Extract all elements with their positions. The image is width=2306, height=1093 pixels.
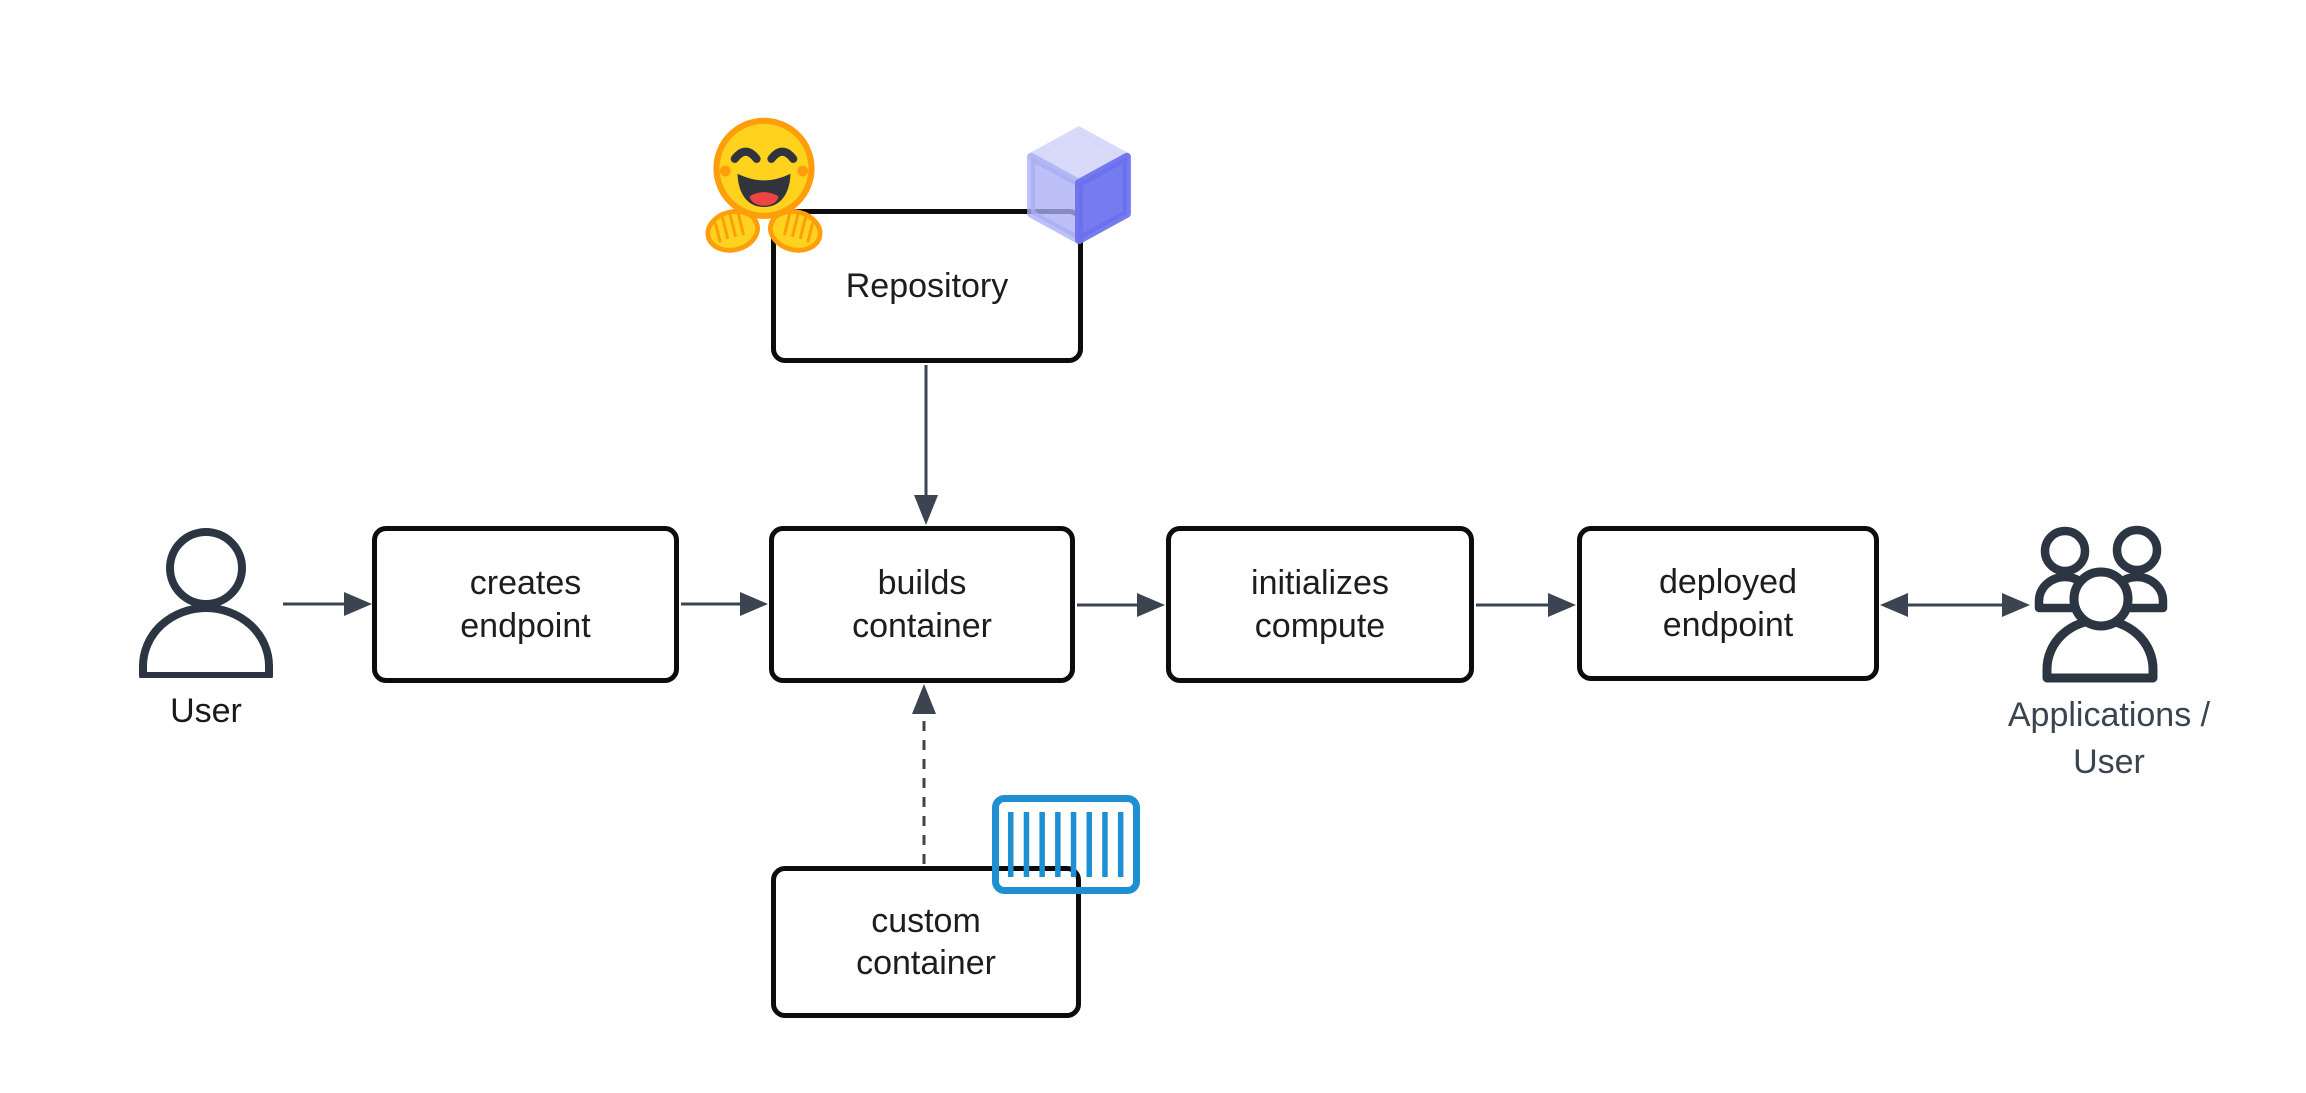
container-icon [992, 795, 1140, 894]
edge-custom-to-builds [912, 684, 936, 864]
edge-deployed-to-applications [1880, 593, 2030, 617]
edge-creates-to-builds [681, 592, 768, 616]
node-deployed-endpoint: deployed endpoint [1577, 526, 1879, 681]
edge-builds-to-initializes [1077, 593, 1165, 617]
edge-user-to-creates-endpoint [283, 592, 372, 616]
node-initializes-compute: initializes compute [1166, 526, 1474, 683]
hugging-face-emoji [705, 117, 823, 253]
users-group-icon [2034, 525, 2168, 683]
cube-icon [1027, 126, 1131, 244]
edge-repository-to-builds [914, 365, 938, 525]
user-icon [139, 528, 273, 678]
applications-user-label: Applications / User [2007, 696, 2211, 781]
node-repository: Repository [771, 209, 1083, 363]
right-hand [768, 209, 823, 253]
node-creates-endpoint: creates endpoint [372, 526, 679, 683]
edge-initializes-to-deployed [1476, 593, 1576, 617]
left-hand [705, 209, 760, 253]
user-label: User [170, 692, 242, 730]
node-builds-container: builds container [769, 526, 1075, 683]
